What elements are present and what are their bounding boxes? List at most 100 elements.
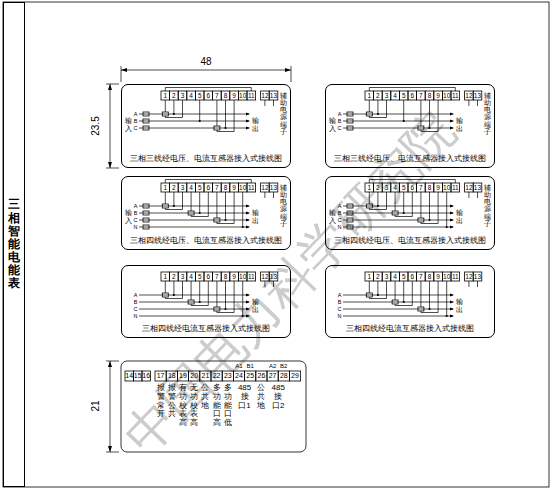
outline-rect <box>222 371 233 381</box>
terminal-number: 10 <box>238 272 247 281</box>
terminal-number: 7 <box>417 91 426 100</box>
terminal-number: 7 <box>417 183 426 192</box>
outline-rect <box>233 371 244 381</box>
wire <box>165 100 166 112</box>
junction-dot <box>199 301 201 303</box>
wire <box>139 121 249 122</box>
panel-caption: 三相四线经电压、电流互感器接入式接线图 <box>334 235 486 246</box>
outline-rect <box>170 183 179 192</box>
outline-rect <box>238 91 247 100</box>
outline-rect <box>425 183 434 192</box>
terminal-number: 13 <box>269 91 278 100</box>
phase-label: N <box>337 224 342 231</box>
wire <box>395 192 412 217</box>
terminal-number: 4 <box>187 91 196 100</box>
outline-rect <box>269 91 278 100</box>
outline-rect <box>434 91 443 100</box>
phase-label: B <box>133 118 138 125</box>
outline-rect <box>213 272 222 281</box>
terminal-number: 1 <box>365 91 374 100</box>
arrowhead <box>450 219 454 222</box>
terminal-function: 报警公共 <box>168 384 176 419</box>
arrowhead <box>450 212 454 215</box>
outline-rect <box>261 272 270 281</box>
wire <box>273 192 274 198</box>
wire <box>121 66 122 82</box>
wire <box>139 309 249 310</box>
wire <box>343 128 453 129</box>
wire <box>242 281 243 316</box>
outline-rect <box>3 2 549 487</box>
wire <box>446 192 447 227</box>
outline-rect <box>213 91 222 100</box>
terminal-number: 5 <box>399 91 408 100</box>
outline-rect <box>247 183 256 192</box>
outline-rect <box>204 272 213 281</box>
terminal-number: 29 <box>289 371 300 381</box>
terminal-number: 13 <box>473 183 482 192</box>
outline-rect <box>374 91 383 100</box>
outline-rect <box>230 272 239 281</box>
outline-rect <box>161 91 170 100</box>
arrowhead <box>246 212 250 215</box>
outline-rect <box>121 361 306 452</box>
panel-caption: 三相四线经电流互感器接入式接线图 <box>142 323 270 334</box>
aux-power-label: 辅助电源端子 <box>484 184 491 227</box>
outline-rect <box>399 183 408 192</box>
terminal-number: 23 <box>222 371 233 381</box>
dimension-value: 48 <box>191 56 221 68</box>
arrowhead <box>285 68 291 72</box>
outline-rect <box>289 371 300 381</box>
phase-label: B <box>133 299 138 306</box>
arrowhead <box>450 113 454 116</box>
junction-dot <box>173 205 175 207</box>
terminal-number: 2 <box>170 91 179 100</box>
terminal-number: 13 <box>269 183 278 192</box>
terminal-number: 5 <box>195 272 204 281</box>
panel-caption: 三相四线经电压、电流互感器接入式接线图 <box>130 235 282 246</box>
outline-rect <box>417 272 426 281</box>
terminal-number: 4 <box>391 183 400 192</box>
wire <box>291 66 292 82</box>
phase-label: B <box>337 210 342 217</box>
terminal-number: 8 <box>221 91 230 100</box>
terminal-number: 2 <box>374 183 383 192</box>
terminal-number: 8 <box>425 272 434 281</box>
wire <box>139 114 249 115</box>
terminal-number: 2 <box>170 183 179 192</box>
dimension-value: 21 <box>90 391 102 421</box>
phase-label: A <box>133 292 138 299</box>
wire <box>343 227 453 228</box>
phase-label: B <box>133 210 138 217</box>
terminal-number: 3 <box>178 272 187 281</box>
wire <box>106 84 119 85</box>
wire <box>477 281 478 287</box>
outline-rect <box>261 183 270 192</box>
watermark: 中国电力科学研究院 <box>99 88 481 480</box>
input-label: 输入 <box>125 117 132 132</box>
outline-rect <box>256 371 267 381</box>
wire <box>165 192 182 210</box>
outline-rect <box>161 183 170 192</box>
terminal-number: 5 <box>399 183 408 192</box>
arrowhead <box>108 361 112 367</box>
outline-rect <box>434 272 443 281</box>
wire <box>421 281 438 313</box>
terminal-number: 1 <box>161 272 170 281</box>
outline-rect <box>221 91 230 100</box>
terminal-number: 6 <box>204 91 213 100</box>
wire <box>165 192 166 204</box>
outline-rect <box>417 91 426 100</box>
terminal-number: 14 <box>125 371 134 381</box>
phase-label: A <box>337 292 342 299</box>
junction-dot <box>199 120 201 122</box>
terminal-number: 9 <box>434 91 443 100</box>
panel-caption: 三相四线经电流互感器接入式接线图 <box>346 323 474 334</box>
outline-rect <box>178 183 187 192</box>
phase-label: N <box>337 313 342 320</box>
outline-rect <box>473 91 482 100</box>
terminal-number: 5 <box>399 272 408 281</box>
terminal-function: 无功校表高 <box>190 384 198 428</box>
wire <box>165 281 182 299</box>
outline-rect <box>267 371 278 381</box>
